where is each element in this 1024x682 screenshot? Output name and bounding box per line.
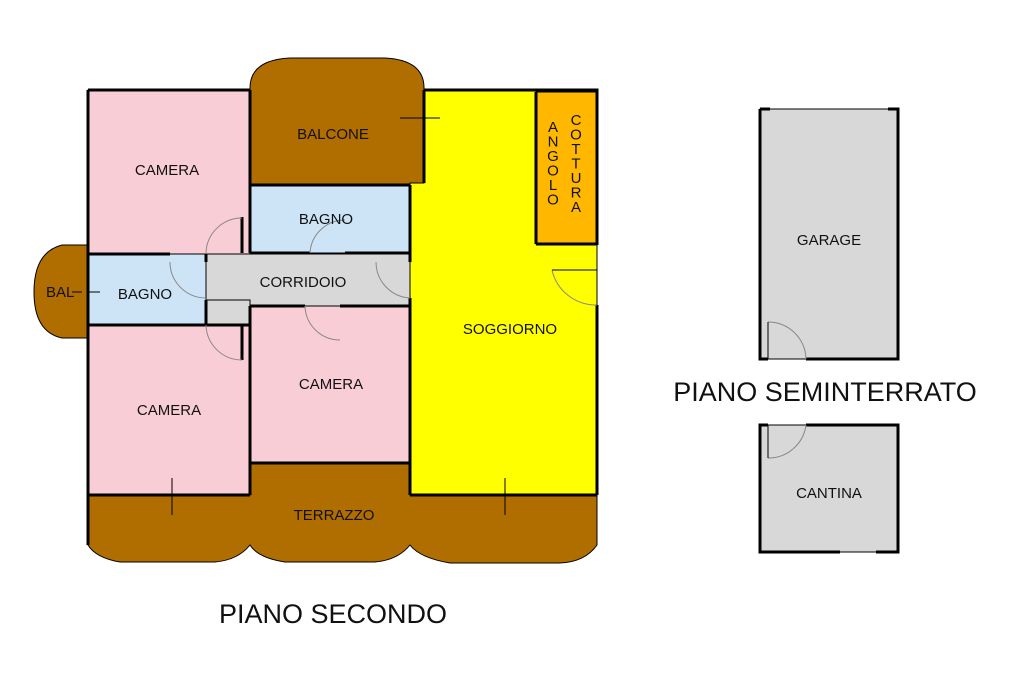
title-piano-secondo: PIANO SECONDO (219, 599, 447, 629)
walls (86, 88, 599, 545)
label-camera-top-left: CAMERA (135, 162, 199, 179)
bal-room (33, 244, 89, 339)
label-garage: GARAGE (797, 232, 861, 249)
label-camera-bottom-left: CAMERA (137, 402, 201, 419)
vertical-label-letter: A (548, 119, 558, 136)
vertical-label-letter: N (548, 134, 559, 151)
bagno-upper (249, 184, 411, 254)
vertical-label-letter: R (571, 185, 582, 202)
angolo-cottura (535, 91, 597, 245)
label-balcone: BALCONE (297, 126, 369, 143)
label-camera-middle: CAMERA (299, 376, 363, 393)
corridoio-nook (205, 299, 251, 326)
label-soggiorno: SOGGIORNO (463, 321, 557, 338)
door-swings (169, 217, 598, 361)
title-piano-seminterrato: PIANO SEMINTERRATO (673, 377, 977, 407)
vertical-label-letter: T (571, 156, 580, 173)
vertical-label-letter: O (570, 127, 582, 144)
vertical-label-letter: O (547, 192, 559, 209)
label-corridoio: CORRIDOIO (260, 274, 347, 291)
vertical-label-letter: L (549, 177, 557, 194)
basement-walls (758, 107, 900, 554)
label-bagno-left: BAGNO (118, 286, 172, 303)
label-bagno-upper: BAGNO (299, 211, 353, 228)
vertical-label-letter: C (571, 112, 582, 129)
cantina-room (759, 424, 899, 553)
balcone-room (249, 57, 425, 186)
window-ticks (72, 117, 506, 515)
label-terrazzo: TERRAZZO (294, 507, 375, 524)
garage-room (759, 108, 899, 360)
vertical-label-letter: G (547, 148, 559, 165)
label-bal: BAL (46, 284, 74, 301)
label-cantina: CANTINA (796, 485, 862, 502)
basement-doors (767, 321, 807, 459)
camera-top-left (87, 89, 251, 255)
vertical-label-letter: O (547, 163, 559, 180)
terrazzo-room (87, 462, 598, 564)
vertical-label-letter: A (571, 199, 581, 216)
vertical-label-letter: T (571, 141, 580, 158)
vertical-label-letter: U (571, 170, 582, 187)
